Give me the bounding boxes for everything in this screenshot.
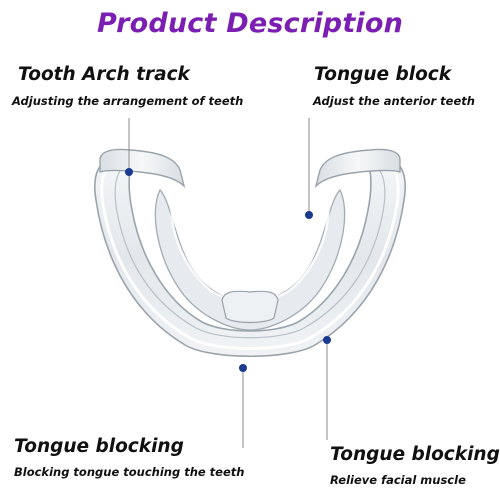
page-title: Product Description	[96, 8, 404, 39]
tongue-tag	[221, 290, 279, 324]
dot-bottom-left	[239, 364, 247, 372]
dot-bottom-right	[323, 336, 331, 344]
left-arch-tab	[99, 148, 186, 189]
callout-bottom-right-heading: Tongue blocking	[330, 444, 500, 465]
dot-top-left	[125, 168, 133, 176]
callout-top-right-heading: Tongue block	[314, 64, 452, 85]
dot-top-right	[305, 211, 313, 219]
right-arch-tab	[314, 148, 401, 189]
callout-top-left-heading: Tooth Arch track	[18, 64, 190, 85]
callout-dots	[125, 168, 331, 372]
leader-lines	[128, 118, 328, 448]
callout-bottom-left-sub: Blocking tongue touching the teeth	[14, 465, 245, 479]
callout-bottom-left-heading: Tongue blocking	[14, 436, 184, 457]
callout-top-left-sub: Adjusting the arrangement of teeth	[12, 94, 244, 108]
callout-bottom-right-sub: Relieve facial muscle	[330, 473, 466, 487]
callout-top-right-sub: Adjust the anterior teeth	[313, 94, 475, 108]
